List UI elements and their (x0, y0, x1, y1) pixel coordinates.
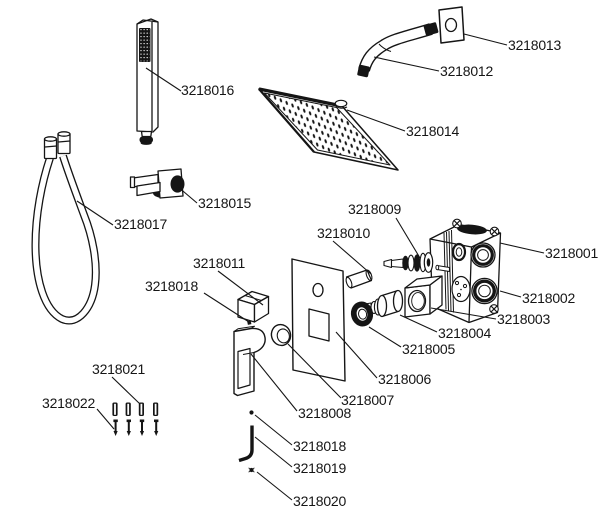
handle-lever (233, 325, 266, 397)
stop-ring (350, 301, 374, 327)
part-label-3218013: 3218013 (508, 37, 562, 53)
part-label-3218021: 3218021 (92, 361, 146, 377)
connector-tube (345, 269, 373, 289)
rain-shower-head (258, 87, 399, 171)
shower-arm-flange (438, 6, 465, 44)
wall-outlet-bracket (129, 168, 185, 199)
part-label-3218011: 3218011 (193, 255, 246, 271)
part-label-3218017: 3218017 (114, 216, 168, 232)
control-cylinder (359, 289, 404, 318)
part-label-3218004: 3218004 (438, 325, 492, 341)
part-label-3218003: 3218003 (497, 311, 551, 327)
part-label-3218018-upper: 3218018 (145, 278, 199, 294)
part-label-3218007: 3218007 (341, 392, 395, 408)
part-label-3218009: 3218009 (348, 201, 402, 217)
escutcheon-ring (270, 323, 292, 347)
trim-plate (291, 258, 346, 382)
shower-arm (357, 22, 439, 78)
allen-key (238, 425, 254, 463)
part-label-3218012: 3218012 (440, 63, 494, 79)
part-label-3218019: 3218019 (293, 460, 347, 476)
part-label-3218020: 3218020 (293, 493, 347, 509)
cartridge (383, 252, 434, 273)
part-label-3218010: 3218010 (317, 225, 371, 241)
handshower-wand (136, 18, 159, 145)
part-label-3218001: 3218001 (545, 245, 599, 261)
part-label-3218002: 3218002 (522, 290, 576, 306)
mounting-screws (113, 419, 159, 436)
part-label-3218016: 3218016 (181, 82, 235, 98)
part-label-3218022: 3218022 (42, 395, 96, 411)
volume-control-block (404, 275, 443, 318)
part-label-3218008: 3218008 (298, 405, 352, 421)
part-label-3218014: 3218014 (406, 123, 460, 139)
part-label-3218018-lower: 3218018 (293, 438, 347, 454)
part-label-3218015: 3218015 (198, 195, 252, 211)
part-label-3218006: 3218006 (378, 371, 432, 387)
leader-lines (76, 33, 545, 501)
wall-anchors (112, 402, 159, 416)
set-screw-bottom (249, 410, 254, 415)
shower-hose (31, 131, 100, 325)
valve-body (429, 218, 502, 324)
grub-screw (248, 467, 255, 473)
part-label-3218005: 3218005 (402, 341, 456, 357)
